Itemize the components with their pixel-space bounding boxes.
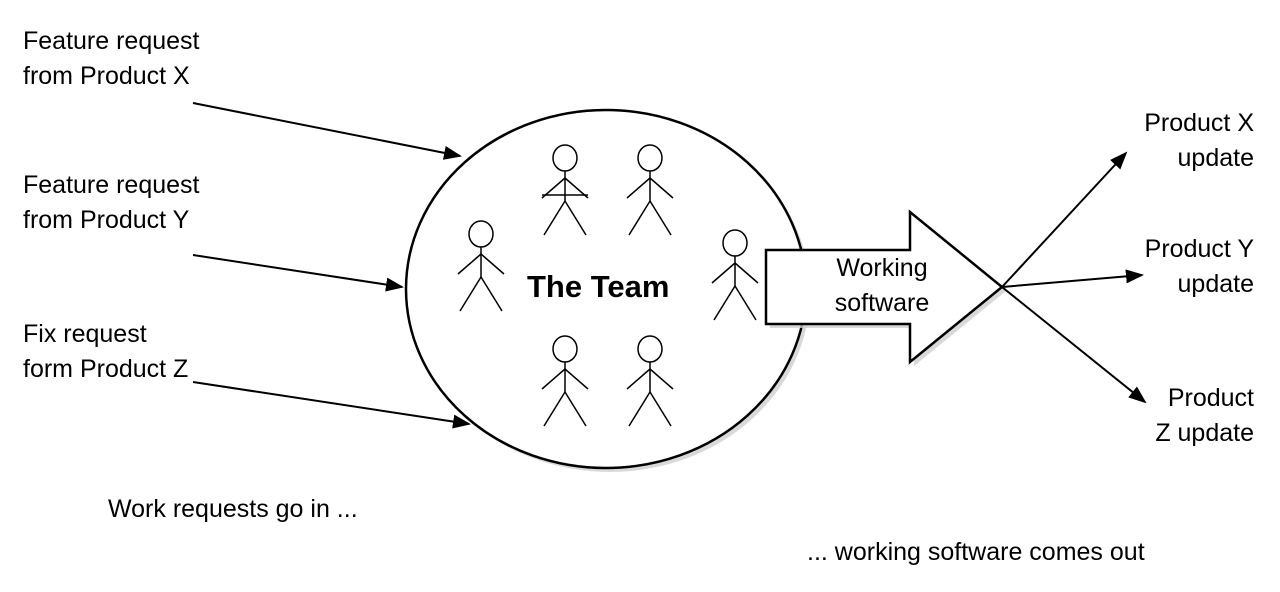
output-label-product-x: Product X update — [1074, 106, 1254, 176]
input-label-line: Feature request — [23, 27, 200, 55]
team-member-figure — [457, 220, 505, 312]
output-arrow-label: Working software — [812, 251, 952, 321]
team-member-figure — [541, 144, 589, 236]
input-label-line: from Product X — [23, 62, 190, 90]
input-label-line: Fix request — [23, 320, 147, 348]
output-label-line: Z update — [1155, 419, 1254, 447]
input-label-product-x: Feature request from Product X — [23, 24, 200, 94]
output-arrow-label-line: software — [834, 289, 930, 317]
team-member-figure — [541, 335, 589, 427]
team-title: The Team — [527, 269, 670, 304]
input-label-line: from Product Y — [23, 206, 190, 234]
team-member-figure — [626, 335, 674, 427]
input-label-line: Feature request — [23, 171, 200, 199]
caption-work-requests-in: Work requests go in ... — [108, 495, 358, 523]
output-arrow-x — [1001, 151, 1128, 288]
input-arrow-x — [192, 102, 462, 160]
output-arrow-label-line: Working — [836, 254, 928, 282]
output-label-product-y: Product Y update — [1074, 232, 1254, 302]
team-member-figure — [626, 144, 674, 236]
output-label-line: Product — [1167, 384, 1254, 412]
output-arrow-z — [1001, 286, 1147, 404]
output-arrow-y — [1001, 269, 1144, 288]
input-arrow-y — [192, 254, 404, 292]
output-label-line: Product Y — [1144, 235, 1254, 263]
output-label-product-z: Product Z update — [1074, 381, 1254, 451]
output-block-arrow — [764, 209, 1004, 365]
input-label-product-z: Fix request form Product Z — [23, 317, 188, 387]
input-label-product-y: Feature request from Product Y — [23, 168, 200, 238]
output-label-line: update — [1177, 270, 1254, 298]
input-arrow-z — [192, 381, 471, 429]
team-member-figure — [711, 229, 759, 321]
caption-software-out: ... working software comes out — [807, 538, 1145, 566]
input-label-line: form Product Z — [23, 355, 189, 383]
output-label-line: Product X — [1144, 109, 1254, 137]
output-label-line: update — [1177, 144, 1254, 172]
